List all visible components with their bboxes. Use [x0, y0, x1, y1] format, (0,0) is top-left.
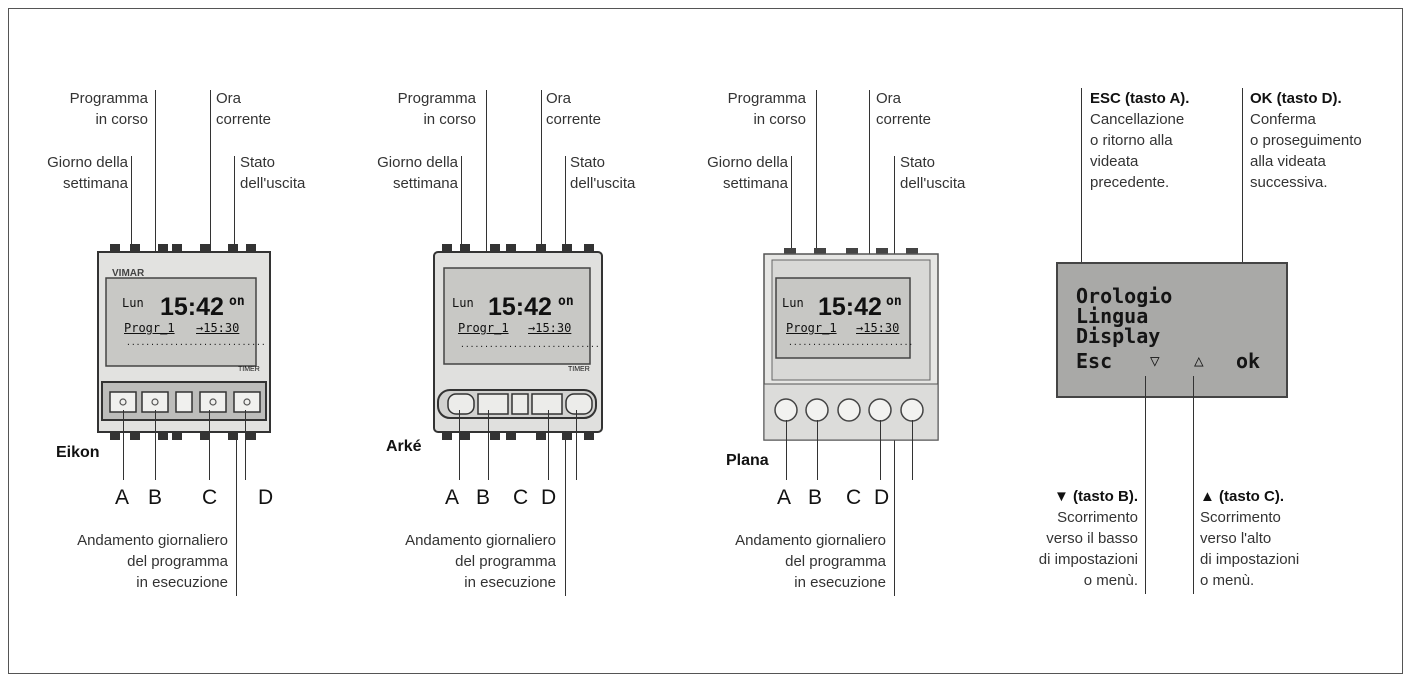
menu-down-softkey-icon: ▽ — [1150, 351, 1160, 370]
menu-up-softkey-icon: △ — [1194, 351, 1204, 370]
key-c-label: C — [202, 486, 218, 509]
leader-line-down — [1145, 376, 1146, 594]
plana-device — [763, 248, 939, 441]
eikon-device — [97, 244, 271, 440]
leader-line-giorno — [791, 156, 792, 304]
leader-line-ok — [1242, 88, 1243, 356]
model-label-arke: Arké — [386, 438, 422, 455]
eikon-program-text: Progr_1 — [124, 321, 175, 335]
eikon-day-text: Lun — [122, 296, 144, 310]
leader-line-giorno — [461, 156, 462, 304]
plana-daily-bar: ·························· — [788, 340, 914, 349]
arke-mark-text: TIMER — [568, 366, 590, 373]
menu-ok-softkey: ok — [1236, 349, 1261, 373]
leader-line-b — [488, 410, 489, 480]
down-description: ▼ (tasto B). Scorrimento verso il basso … — [1038, 488, 1138, 589]
leader-line-giorno — [131, 156, 132, 276]
diagram-frame — [8, 8, 1403, 674]
model-label-plana: Plana — [726, 452, 769, 469]
leader-line-programma — [816, 90, 817, 330]
leader-line-a — [786, 420, 787, 480]
menu-item-lingua: Lingua — [1076, 304, 1149, 328]
menu-lcd-display: Orologio Lingua Display Esc ▽ △ ok — [1056, 262, 1288, 398]
leader-line-b — [155, 410, 156, 480]
leader-line-andamento — [236, 350, 237, 596]
key-d-label: D — [258, 486, 274, 509]
key-b-label: B — [148, 486, 163, 509]
eikon-time-text: 15:42 — [160, 293, 224, 321]
arke-time-text: 15:42 — [488, 293, 552, 321]
leader-line-ora — [541, 90, 542, 295]
leader-line-programma — [486, 90, 487, 330]
leader-line-c — [209, 410, 210, 480]
key-d-label: D — [874, 486, 890, 509]
leader-line-ora — [210, 90, 211, 295]
leader-line-esc — [1081, 88, 1082, 356]
arke-state-text: on — [558, 294, 574, 309]
ok-description: OK (tasto D). Conferma o proseguimento a… — [1250, 90, 1362, 191]
leader-line-ora — [869, 90, 870, 295]
key-b-label: B — [476, 486, 491, 509]
key-c-label: C — [513, 486, 529, 509]
key-c-label: C — [846, 486, 862, 509]
eikon-brand-text: VIMAR — [112, 268, 145, 279]
leader-line-b — [817, 420, 818, 480]
eikon-state-text: on — [229, 294, 245, 309]
plana-next-text: →15:30 — [856, 321, 900, 335]
leader-line-up — [1193, 376, 1194, 594]
eikon-next-text: →15:30 — [196, 321, 240, 335]
leader-line-d — [245, 410, 246, 480]
leader-line-extra — [912, 420, 913, 480]
plana-day-text: Lun — [782, 296, 804, 310]
arke-day-text: Lun — [452, 296, 474, 310]
up-description: ▲ (tasto C). Scorrimento verso l'alto di… — [1200, 488, 1300, 589]
leader-line-d — [880, 420, 881, 480]
menu-esc-softkey: Esc — [1076, 349, 1113, 373]
key-d-label: D — [541, 486, 557, 509]
leader-line-extra — [576, 410, 577, 480]
leader-line-a — [459, 410, 460, 480]
arke-device — [433, 244, 603, 440]
arke-daily-bar: ····························· — [460, 342, 600, 351]
key-a-label: A — [115, 486, 130, 509]
menu-item-orologio: Orologio — [1076, 284, 1173, 308]
leader-line-a — [123, 410, 124, 480]
eikon-mark-text: TIMER — [238, 366, 260, 373]
leader-line-d — [548, 410, 549, 480]
key-a-label: A — [445, 486, 460, 509]
plana-state-text: on — [886, 294, 902, 309]
leader-line-stato — [234, 156, 235, 304]
arke-next-text: →15:30 — [528, 321, 572, 335]
plana-program-text: Progr_1 — [786, 321, 837, 335]
key-b-label: B — [808, 486, 823, 509]
menu-item-display: Display — [1076, 324, 1161, 348]
leader-line-programma — [155, 90, 156, 330]
esc-description: ESC (tasto A). Cancellazione o ritorno a… — [1090, 90, 1190, 191]
model-label-eikon: Eikon — [56, 444, 100, 461]
key-a-label: A — [777, 486, 792, 509]
arke-program-text: Progr_1 — [458, 321, 509, 335]
eikon-daily-bar: ····························· — [126, 340, 266, 349]
plana-time-text: 15:42 — [818, 293, 882, 321]
